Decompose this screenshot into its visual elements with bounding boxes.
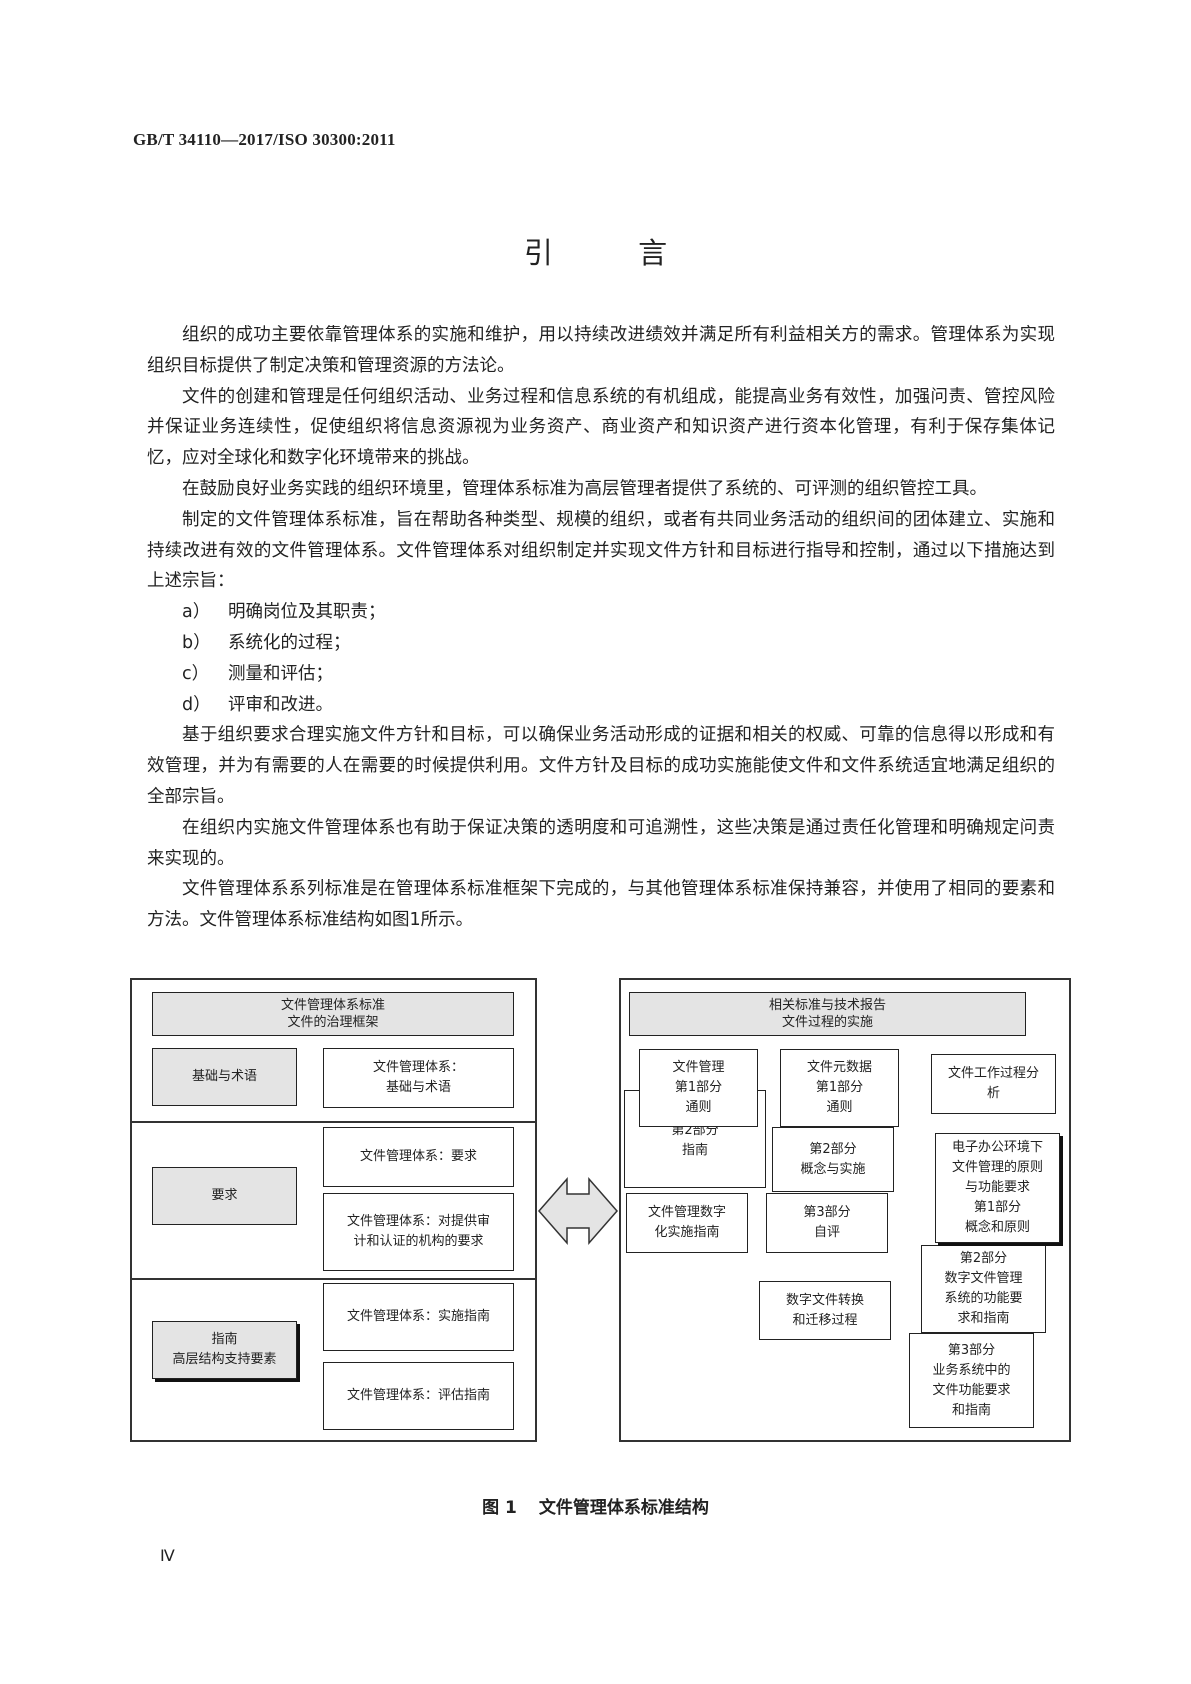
list-item: c） 测量和评估； bbox=[147, 659, 1055, 690]
page-title: 引 言 bbox=[523, 236, 706, 270]
figure-caption: 图 1 文件管理体系标准结构 bbox=[0, 1493, 1191, 1518]
label-box-requirements: 要求 bbox=[152, 1167, 297, 1225]
work-process-analysis-box: 文件工作过程分 析 bbox=[931, 1054, 1056, 1114]
left-divider bbox=[131, 1121, 536, 1123]
figure-number: 图 1 bbox=[482, 1498, 517, 1518]
list-label: d） bbox=[182, 694, 211, 715]
paragraph: 在鼓励良好业务实践的组织环境里，管理体系标准为高层管理者提供了系统的、可评测的组… bbox=[182, 478, 987, 499]
list-text: 明确岗位及其职责； bbox=[228, 602, 386, 623]
standard-box-requirements: 文件管理体系：要求 bbox=[323, 1127, 514, 1187]
figure-caption-text: 文件管理体系标准结构 bbox=[538, 1498, 709, 1518]
metadata-part3-box: 第3部分 自评 bbox=[766, 1193, 888, 1253]
paragraph: 基于组织要求合理实施文件方针和目标，可以确保业务活动形成的证据和相关的权威、可靠… bbox=[147, 725, 1055, 807]
list-label: b） bbox=[182, 632, 211, 653]
left-header-box: 文件管理体系标准 文件的治理框架 bbox=[152, 992, 514, 1036]
digitization-guide-box: 文件管理数字 化实施指南 bbox=[626, 1193, 748, 1253]
metadata-part1-box: 文件元数据 第1部分 通则 bbox=[780, 1049, 899, 1127]
paragraph: 文件的创建和管理是任何组织活动、业务过程和信息系统的有机组成，能提高业务有效性，… bbox=[147, 386, 1055, 469]
paragraph: 文件管理体系系列标准是在管理体系标准框架下完成的，与其他管理体系标准保持兼容，并… bbox=[147, 879, 1055, 931]
list-label: a） bbox=[182, 602, 211, 623]
body-text: 组织的成功主要依靠管理体系的实施和维护，用以持续改进绩效并满足所有利益相关方的需… bbox=[147, 320, 1055, 936]
records-management-part2-box: 第2部分 指南 bbox=[624, 1090, 766, 1188]
right-panel bbox=[619, 978, 1071, 1442]
list-item: a） 明确岗位及其职责； bbox=[147, 597, 1055, 628]
standard-code: GB/T 34110—2017/ISO 30300:2011 bbox=[133, 130, 396, 149]
left-panel bbox=[130, 978, 537, 1442]
metadata-part2-box: 第2部分 概念与实施 bbox=[772, 1127, 894, 1192]
office-env-part3-box: 第3部分 业务系统中的 文件功能要求 和指南 bbox=[909, 1333, 1034, 1428]
standard-box-audit-bodies: 文件管理体系：对提供审 计和认证的机构的要求 bbox=[323, 1193, 514, 1271]
list-text: 测量和评估； bbox=[228, 663, 333, 684]
list-label: c） bbox=[182, 663, 210, 684]
double-arrow-icon bbox=[538, 1177, 618, 1245]
label-box-guidance: 指南 高层结构支持要素 bbox=[152, 1321, 297, 1379]
label-box-basics: 基础与术语 bbox=[152, 1048, 297, 1106]
paragraph: 组织的成功主要依靠管理体系的实施和维护，用以持续改进绩效并满足所有利益相关方的需… bbox=[147, 325, 1055, 376]
list-item: d） 评审和改进。 bbox=[147, 690, 1055, 721]
digital-conversion-box: 数字文件转换 和迁移过程 bbox=[759, 1281, 891, 1340]
office-env-part1-box: 电子办公环境下 文件管理的原则 与功能要求 第1部分 概念和原则 bbox=[935, 1133, 1060, 1243]
records-management-part2-label: 第2部分 指南 bbox=[671, 1123, 719, 1158]
paragraph: 制定的文件管理体系标准，旨在帮助各种类型、规模的组织，或者有共同业务活动的组织间… bbox=[147, 509, 1055, 592]
standard-box-assessment: 文件管理体系：评估指南 bbox=[323, 1362, 514, 1430]
office-env-part2-box: 第2部分 数字文件管理 系统的功能要 求和指南 bbox=[921, 1245, 1046, 1333]
standard-box-fundamentals: 文件管理体系： 基础与术语 bbox=[323, 1048, 514, 1108]
list-item: b） 系统化的过程； bbox=[147, 628, 1055, 659]
list-text: 评审和改进。 bbox=[228, 694, 333, 715]
list-text: 系统化的过程； bbox=[228, 632, 351, 653]
paragraph: 在组织内实施文件管理体系也有助于保证决策的透明度和可追溯性，这些决策是通过责任化… bbox=[147, 817, 1055, 869]
records-management-part1-box: 文件管理 第1部分 通则 bbox=[639, 1049, 758, 1127]
right-header-box: 相关标准与技术报告 文件过程的实施 bbox=[629, 992, 1026, 1036]
left-divider bbox=[131, 1278, 536, 1280]
standard-box-implementation: 文件管理体系：实施指南 bbox=[323, 1283, 514, 1351]
page-number: Ⅳ bbox=[160, 1548, 175, 1565]
